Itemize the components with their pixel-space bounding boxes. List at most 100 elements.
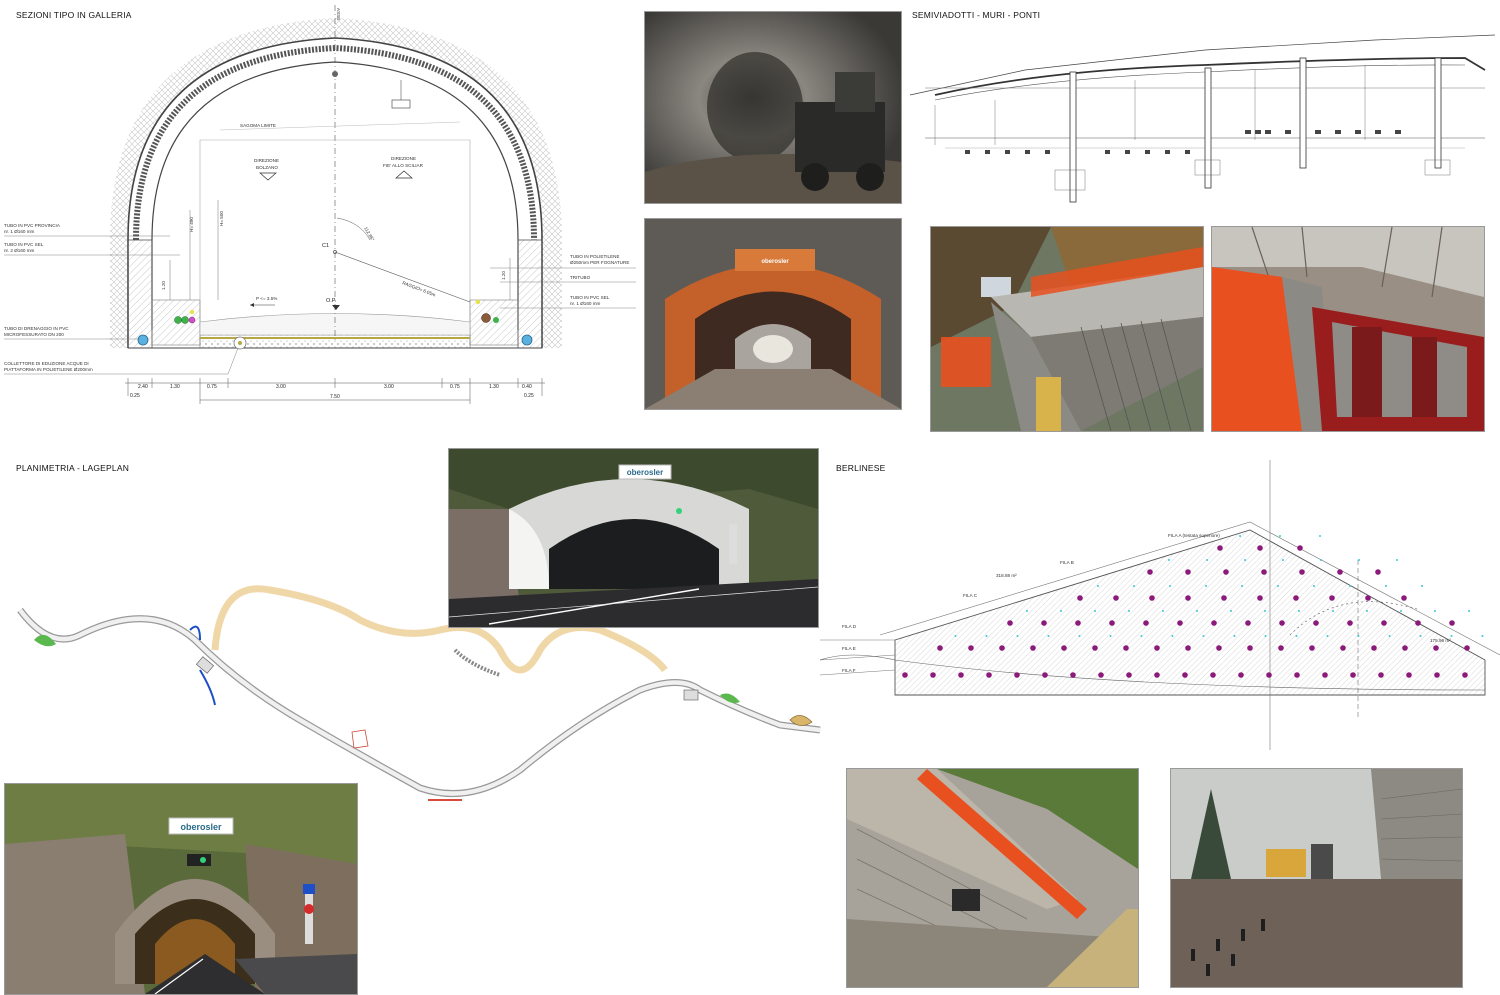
anchor-dot (1278, 645, 1284, 651)
anchor-marker (1060, 610, 1062, 612)
right-note-1b: Ø250mm PER FOGNATURE (570, 260, 629, 265)
anchor-dot (1223, 569, 1229, 575)
section-title-galleria: SEZIONI TIPO IN GALLERIA (16, 10, 132, 20)
anchor-dot (937, 645, 943, 651)
anchor-marker (1434, 610, 1436, 612)
anchor-marker (1481, 635, 1484, 637)
dim-1: 0.25 (130, 393, 140, 399)
fila-d-label: FILA D (842, 624, 857, 629)
sagoma-label: SAGOMA LIMITE (240, 123, 276, 128)
anchor-dot (930, 672, 936, 678)
anchor-marker (1358, 559, 1360, 561)
dir-left-2: BOLZANO (256, 165, 278, 170)
anchor-marker (1298, 610, 1300, 612)
section-title-berlinese: BERLINESE (836, 463, 886, 473)
anchor-dot (1381, 620, 1387, 626)
dim-5: 3.00 (276, 384, 286, 390)
anchor-dot (902, 672, 908, 678)
dim-4: 0.75 (207, 384, 217, 390)
dim-2: 2.40 (138, 384, 148, 390)
anchor-dot (1464, 645, 1470, 651)
photo-berlinese-2 (1170, 768, 1463, 988)
anchor-dot (1245, 620, 1251, 626)
anchor-dot (986, 672, 992, 678)
op-label: O.P. (326, 298, 337, 304)
dimension-chain (125, 378, 545, 404)
right-note-1a: TUBO IN POLIETILENE (570, 254, 620, 259)
h120-right: 1.20 (501, 271, 506, 280)
left-note-4b: PIATTAFORMA IN POLIETILENE Ø200mm (4, 367, 93, 372)
anchor-dot (1406, 672, 1412, 678)
anchor-dot (1217, 545, 1223, 551)
anchor-marker (1400, 610, 1402, 612)
anchor-dot (1210, 672, 1216, 678)
anchor-marker (1421, 585, 1423, 587)
anchor-marker (1313, 585, 1315, 587)
anchor-dot (1378, 672, 1384, 678)
anchor-marker (1026, 610, 1028, 612)
anchor-dot (1365, 595, 1371, 601)
dim-6: 3.00 (384, 384, 394, 390)
h500-label: H= 500 (219, 211, 224, 226)
anchor-marker (1388, 635, 1391, 637)
area-left-label: 318.88 m² (996, 573, 1017, 578)
anchor-marker (1277, 585, 1279, 587)
anchor-dot (1415, 620, 1421, 626)
dir-right-1: DIREZIONE (391, 156, 416, 161)
semiviadotti-elevation-drawing (909, 34, 1496, 203)
anchor-marker (1140, 635, 1143, 637)
anchor-marker (1385, 585, 1387, 587)
anchor-dot (1098, 672, 1104, 678)
anchor-dot (1092, 645, 1098, 651)
anchor-dot (1113, 595, 1119, 601)
anchor-marker (1097, 585, 1099, 587)
anchor-dot (1149, 595, 1155, 601)
anchor-dot (1182, 672, 1188, 678)
anchor-dot (1042, 672, 1048, 678)
anchor-marker (1282, 559, 1284, 561)
left-note-4a: COLLETTORE DI EDUZIONE ACQUE DI (4, 361, 89, 366)
anchor-marker (1109, 635, 1112, 637)
anchor-marker (1366, 610, 1368, 612)
right-notes: TUBO IN POLIETILENE Ø250mm PER FOGNATURE… (490, 254, 636, 309)
anchor-marker (1094, 610, 1096, 612)
anchor-dot (1347, 620, 1353, 626)
dim-10: 0.25 (524, 393, 534, 399)
anchor-dot (1014, 672, 1020, 678)
photo-retaining-wall-1 (930, 226, 1204, 432)
anchor-marker (1168, 559, 1170, 561)
anchor-marker (1196, 610, 1198, 612)
anchor-marker (1171, 635, 1174, 637)
anchor-dot (1434, 672, 1440, 678)
anchor-marker (1133, 585, 1135, 587)
anchor-dot (1126, 672, 1132, 678)
anchor-marker (1233, 635, 1236, 637)
anchor-dot (1238, 672, 1244, 678)
anchor-marker (1332, 610, 1334, 612)
pipe-blue-right (521, 334, 533, 346)
anchor-dot (1329, 595, 1335, 601)
anchor-dot (1350, 672, 1356, 678)
anchor-dot (1313, 620, 1319, 626)
photo-berlinese-1 (846, 768, 1139, 988)
fila-top-label: FILA A (testata superiore) (1168, 533, 1220, 538)
rib-band (133, 44, 537, 241)
anchor-dot (1077, 595, 1083, 601)
anchor-marker (1295, 635, 1298, 637)
anchor-dot (1299, 569, 1305, 575)
anchor-dot (1185, 645, 1191, 651)
section-title-planimetria: PLANIMETRIA - LAGEPLAN (16, 463, 130, 473)
anchor-marker (1468, 610, 1470, 612)
left-note-1a: TUBO IN PVC PROVINCIA (4, 223, 61, 228)
anchor-marker (1264, 635, 1267, 637)
anchor-dot (1109, 620, 1115, 626)
anchor-marker (1349, 585, 1351, 587)
anchor-dot (1433, 645, 1439, 651)
anchor-dot (1371, 645, 1377, 651)
angle-label: 112.85° (363, 226, 375, 242)
photo-tunnel-excavation (644, 11, 902, 204)
anchor-marker (1396, 559, 1398, 561)
photo-tunnel-portal-2: oberosler (4, 783, 358, 995)
anchor-dot (1340, 645, 1346, 651)
anchor-marker (1230, 610, 1232, 612)
